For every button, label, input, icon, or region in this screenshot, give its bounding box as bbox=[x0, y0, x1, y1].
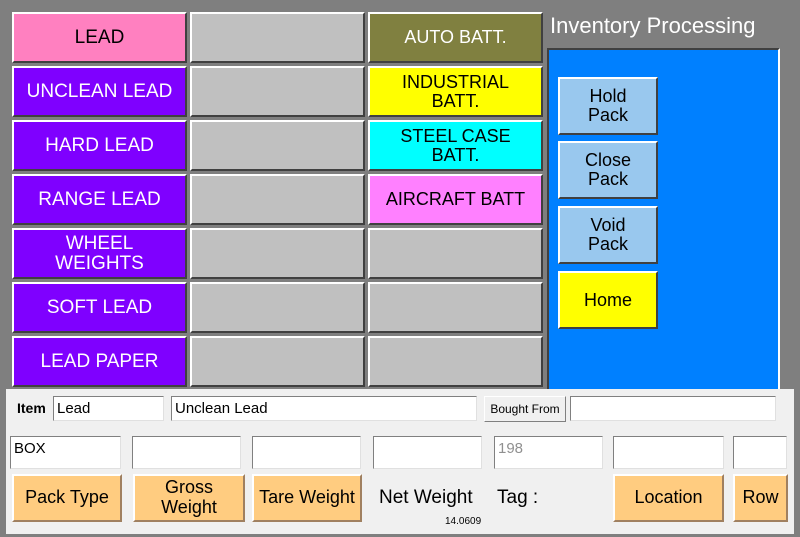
home-button[interactable]: Home bbox=[558, 271, 658, 329]
industrial-batt-label: INDUSTRIAL BATT. bbox=[401, 71, 509, 111]
row-button[interactable]: Row bbox=[733, 474, 788, 522]
industrial-batt-button[interactable]: INDUSTRIAL BATT. bbox=[368, 66, 543, 117]
hold-pack-button[interactable]: Hold Pack bbox=[558, 77, 658, 135]
empty-button-c2-r5[interactable] bbox=[190, 228, 365, 279]
aircraft-batt-button[interactable]: AIRCRAFT BATT bbox=[368, 174, 543, 225]
empty-button-c3-r5[interactable] bbox=[368, 228, 543, 279]
empty-button-c2-r3[interactable] bbox=[190, 120, 365, 171]
lead-button[interactable]: LEAD bbox=[12, 12, 187, 63]
version-label: 14.0609 bbox=[445, 516, 482, 527]
net-weight-label: Net Weight bbox=[379, 487, 473, 508]
gross-weight-label: Gross Weight bbox=[161, 477, 217, 517]
soft-lead-button[interactable]: SOFT LEAD bbox=[12, 282, 187, 333]
tare-weight-button[interactable]: Tare Weight bbox=[252, 474, 362, 522]
empty-button-c2-r4[interactable] bbox=[190, 174, 365, 225]
empty-button-c2-r7[interactable] bbox=[190, 336, 365, 387]
range-lead-button[interactable]: RANGE LEAD bbox=[12, 174, 187, 225]
bought-from-input[interactable] bbox=[570, 396, 776, 421]
wheel-weights-button[interactable]: WHEEL WEIGHTS bbox=[12, 228, 187, 279]
auto-batt-button[interactable]: AUTO BATT. bbox=[368, 12, 543, 63]
steel-case-batt-button[interactable]: STEEL CASE BATT. bbox=[368, 120, 543, 171]
net-weight-input[interactable] bbox=[373, 436, 482, 469]
close-pack-button[interactable]: Close Pack bbox=[558, 141, 658, 199]
location-input[interactable] bbox=[613, 436, 724, 469]
gross-weight-button[interactable]: Gross Weight bbox=[133, 474, 245, 522]
gross-weight-input[interactable] bbox=[132, 436, 241, 469]
tag-label: Tag : bbox=[497, 487, 539, 508]
pack-type-input[interactable]: BOX bbox=[10, 436, 121, 469]
close-pack-label: Close Pack bbox=[584, 150, 632, 189]
bought-from-button[interactable]: Bought From bbox=[484, 396, 566, 422]
row-input[interactable] bbox=[733, 436, 787, 469]
steel-case-batt-label: STEEL CASE BATT. bbox=[400, 125, 511, 165]
empty-button-c3-r7[interactable] bbox=[368, 336, 543, 387]
item-label: Item bbox=[17, 400, 46, 416]
tag-input[interactable]: 198 bbox=[494, 436, 603, 469]
empty-button-c2-r6[interactable] bbox=[190, 282, 365, 333]
item-input[interactable]: Lead bbox=[53, 396, 164, 421]
pack-type-button[interactable]: Pack Type bbox=[12, 474, 122, 522]
tare-weight-input[interactable] bbox=[252, 436, 361, 469]
location-button[interactable]: Location bbox=[613, 474, 724, 522]
page-title: Inventory Processing bbox=[550, 13, 756, 38]
void-pack-label: Void Pack bbox=[587, 215, 629, 254]
empty-button-c2-r2[interactable] bbox=[190, 66, 365, 117]
item-description-input[interactable]: Unclean Lead bbox=[171, 396, 477, 421]
void-pack-button[interactable]: Void Pack bbox=[558, 206, 658, 264]
empty-button-c2-r1[interactable] bbox=[190, 12, 365, 63]
wheel-weights-label: WHEEL WEIGHTS bbox=[55, 232, 144, 274]
hold-pack-label: Hold Pack bbox=[587, 86, 629, 125]
empty-button-c3-r6[interactable] bbox=[368, 282, 543, 333]
lead-paper-button[interactable]: LEAD PAPER bbox=[12, 336, 187, 387]
unclean-lead-button[interactable]: UNCLEAN LEAD bbox=[12, 66, 187, 117]
hard-lead-button[interactable]: HARD LEAD bbox=[12, 120, 187, 171]
